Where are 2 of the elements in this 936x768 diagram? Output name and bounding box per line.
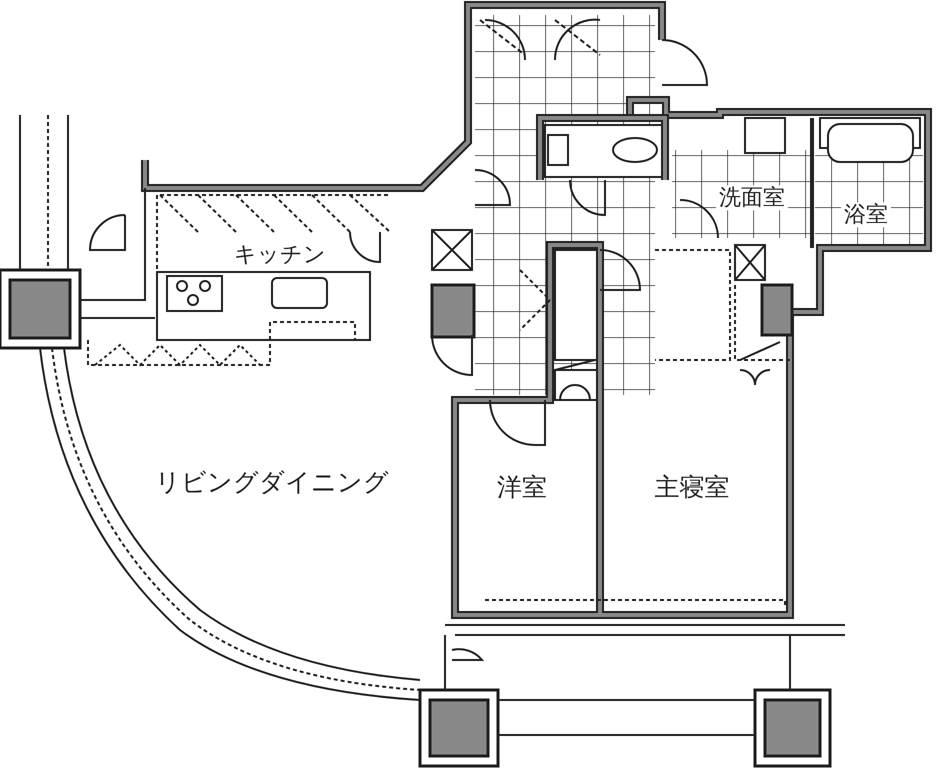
- room-label: 洗面室: [716, 185, 788, 211]
- room-label: 浴室: [841, 202, 891, 228]
